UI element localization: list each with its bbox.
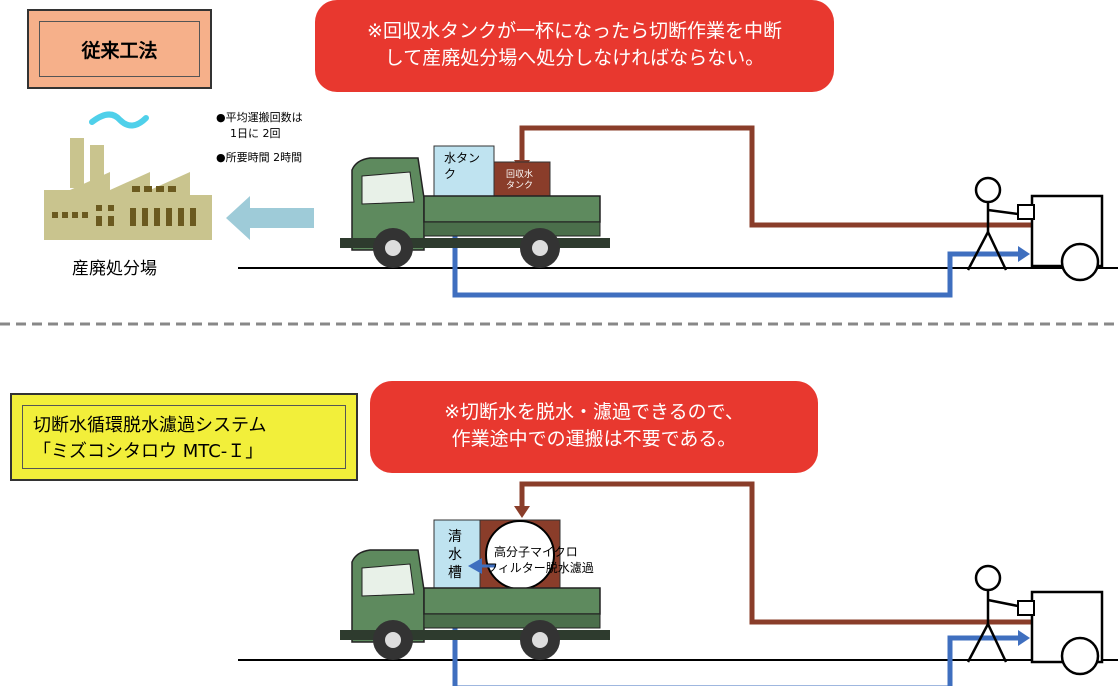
filter-label-line1: 高分子マイクロ xyxy=(494,545,578,559)
filter-label-line2: フィルター脱水濾過 xyxy=(486,561,594,575)
top-callout-line2: して産廃処分場へ処分しなければならない。 xyxy=(384,47,765,69)
top-cutting-machine xyxy=(1017,194,1104,282)
top-callout-line1: ※回収水タンクが一杯になったら切断作業を中断 xyxy=(367,20,782,42)
transport-notes: ●平均運搬回数は 1日に 2回 ●所要時間 2時間 xyxy=(216,110,303,166)
top-return-pipe xyxy=(519,125,1038,228)
waste-disposal-site-label: 産廃処分場 xyxy=(72,259,157,279)
filter-label: 高分子マイクロ フィルター脱水濾過 xyxy=(486,544,594,576)
top-worker xyxy=(966,176,1019,271)
top-supply-pipe xyxy=(452,195,1022,298)
factory-icon xyxy=(44,111,212,240)
bottom-worker xyxy=(966,564,1019,663)
left-arrow xyxy=(226,196,314,240)
bottom-callout: ※切断水を脱水・濾過できるので、 作業途中での運搬は不要である。 xyxy=(370,381,818,473)
note-average-trips: ●平均運搬回数は xyxy=(216,111,303,124)
water-tank-label: 水タン ク xyxy=(444,151,481,181)
bottom-callout-line2: 作業途中での運搬は不要である。 xyxy=(451,428,737,450)
top-callout: ※回収水タンクが一杯になったら切断作業を中断 して産廃処分場へ処分しなければなら… xyxy=(315,0,834,92)
conventional-method-title: 従来工法 xyxy=(81,39,158,62)
system-title-line1: 切断水循環脱水濾過システム xyxy=(33,415,267,436)
bottom-truck xyxy=(340,519,610,660)
system-title-line2: 「ミズコシタロウ MTC-Ｉ」 xyxy=(33,441,264,462)
recovery-tank-label: 回収水 タンク xyxy=(506,170,534,191)
note-time-required: ●所要時間 2時間 xyxy=(216,151,303,164)
conventional-method-title-box: 従来工法 xyxy=(27,9,212,89)
top-truck xyxy=(340,145,610,268)
clean-water-tank-label: 清 水 槽 xyxy=(448,529,462,581)
bottom-return-pipe xyxy=(519,481,1038,625)
bottom-cutting-machine xyxy=(1017,590,1104,676)
bottom-callout-line1: ※切断水を脱水・濾過できるので、 xyxy=(444,401,744,423)
system-title-box: 切断水循環脱水濾過システム 「ミズコシタロウ MTC-Ｉ」 xyxy=(10,393,358,481)
note-trips-per-day: 1日に 2回 xyxy=(230,127,281,140)
bottom-supply-pipe xyxy=(452,590,1022,686)
